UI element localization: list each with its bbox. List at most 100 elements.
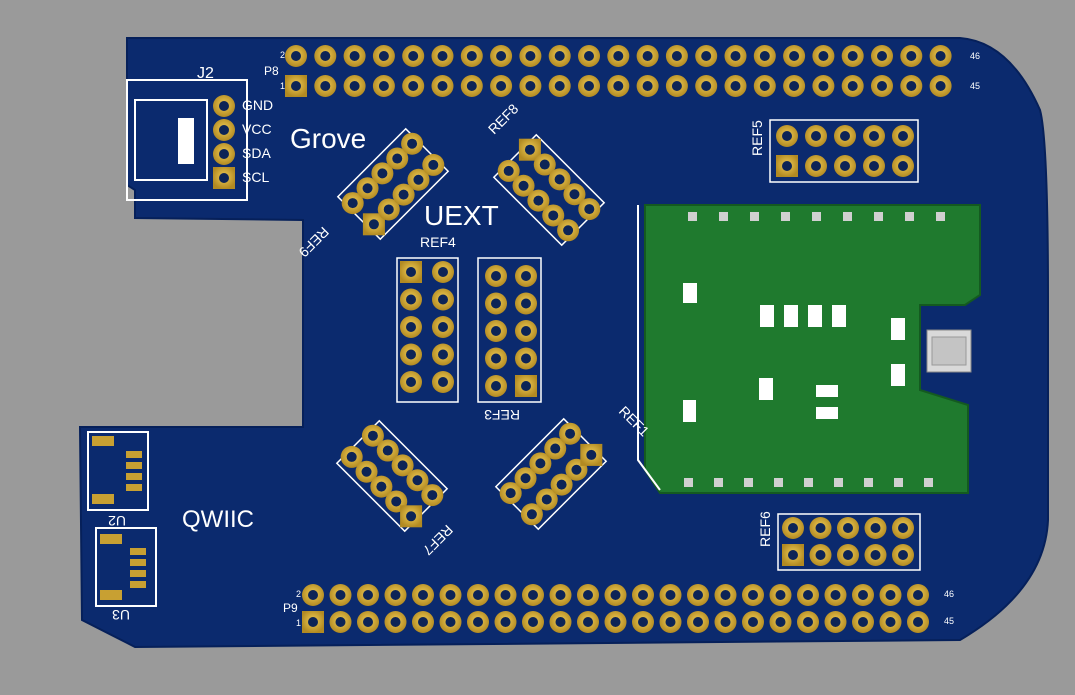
j2-pad: [213, 143, 235, 165]
ref8-pad: [557, 219, 580, 242]
p8-pad: [519, 45, 542, 67]
p9-pad: [824, 584, 847, 606]
p9-pad: [879, 584, 902, 606]
ref4-pad: [400, 343, 422, 366]
ref6-pad: [837, 517, 859, 539]
p8-pad: [812, 75, 835, 97]
j2-connector: [126, 79, 248, 201]
p8-pin2-label: 2: [280, 50, 285, 60]
ref9-pad: [371, 162, 394, 185]
ref4-pad: [432, 316, 454, 338]
ref10-pad: [559, 422, 582, 445]
p8-pad: [871, 75, 893, 97]
ref7-pad: [391, 454, 414, 477]
p8-pad: [314, 75, 337, 97]
p8-pad: [372, 75, 395, 97]
p8-pad: [519, 75, 542, 97]
ref9-pad: [392, 183, 415, 206]
ref7-outline: [335, 419, 449, 533]
ref7-pad: [376, 439, 399, 462]
p8-pad: [665, 75, 688, 97]
p9-pad: [659, 611, 682, 633]
ref6-pad: [809, 517, 832, 539]
module-component: [808, 305, 822, 327]
p8-pad: [724, 75, 747, 97]
ref8-pad: [533, 153, 556, 176]
p9-pad: [357, 611, 379, 633]
p9-pin46-label: 46: [944, 589, 954, 599]
p8-pad: [548, 75, 571, 97]
ref9-pad: [377, 198, 400, 221]
ref3-pad: [515, 347, 537, 370]
ref3-outline: [477, 257, 542, 403]
ref4-pad: [400, 288, 422, 311]
ref4-outline: [396, 257, 459, 403]
ref9-outline: [336, 127, 450, 241]
ref5-label: REF5: [749, 120, 765, 156]
ref9-pad: [401, 132, 424, 155]
p9-pad: [659, 584, 682, 606]
ref3-pad: [485, 320, 507, 342]
p8-pad: [343, 45, 366, 67]
u2-connector: [87, 431, 149, 511]
ref3-pad: [485, 375, 507, 397]
sda-label: SDA: [242, 145, 271, 161]
p8-pad: [402, 45, 425, 67]
module-outline: [637, 205, 661, 491]
ref9-pad: [422, 153, 445, 176]
p8-pad: [578, 75, 600, 97]
pcb-board: [78, 37, 1049, 649]
p8-pad: [431, 45, 454, 67]
p8-label: P8: [264, 64, 279, 78]
p9-pad: [522, 584, 544, 606]
module-component: [891, 364, 905, 386]
grove-label: Grove: [290, 123, 366, 154]
ref7-pad: [421, 484, 444, 507]
p9-pad: [439, 611, 462, 633]
ref4-pad: [432, 288, 454, 311]
ref6-pad: [892, 544, 914, 566]
p8-pad: [548, 45, 571, 67]
module-pad: [804, 478, 813, 487]
module-pad: [834, 478, 843, 487]
p8-pad: [783, 45, 806, 67]
ref8-pad: [518, 138, 541, 161]
ref5-pad: [805, 155, 827, 177]
ref3-pad: [515, 375, 537, 397]
ref10-pad: [544, 437, 567, 460]
p9-pad: [412, 584, 434, 606]
module-pad: [924, 478, 933, 487]
ref4-pad: [432, 261, 454, 283]
vcc-label: VCC: [242, 121, 272, 137]
module-component: [891, 318, 905, 340]
module-pad: [744, 478, 753, 487]
ref5-outline: [769, 119, 919, 183]
ref7-pad: [355, 460, 378, 483]
p8-pad: [607, 75, 630, 97]
p9-pad: [797, 611, 819, 633]
ref8-pad: [542, 204, 565, 227]
p9-pad: [852, 611, 874, 633]
wifi-module: [644, 204, 981, 494]
p9-pad: [549, 584, 572, 606]
ref8-pad: [512, 174, 535, 197]
j2-pad: [213, 119, 235, 141]
p9-pad: [632, 584, 654, 606]
ref7-pad: [406, 469, 429, 492]
module-pad: [812, 212, 821, 221]
module-component: [816, 407, 838, 419]
p9-pin2-label: 2: [296, 589, 301, 599]
p9-pad: [302, 611, 324, 633]
module-component: [683, 400, 696, 422]
ref10-pad: [514, 467, 537, 490]
ref4-label: REF4: [420, 234, 456, 250]
ref10-outline: [494, 417, 608, 531]
module-component: [683, 283, 697, 303]
p8-pad: [285, 75, 307, 97]
ref8-outline: [492, 133, 606, 247]
p9-pad: [577, 611, 599, 633]
ref6-pad: [864, 544, 887, 566]
scl-label: SCL: [242, 169, 269, 185]
module-component: [832, 305, 846, 327]
